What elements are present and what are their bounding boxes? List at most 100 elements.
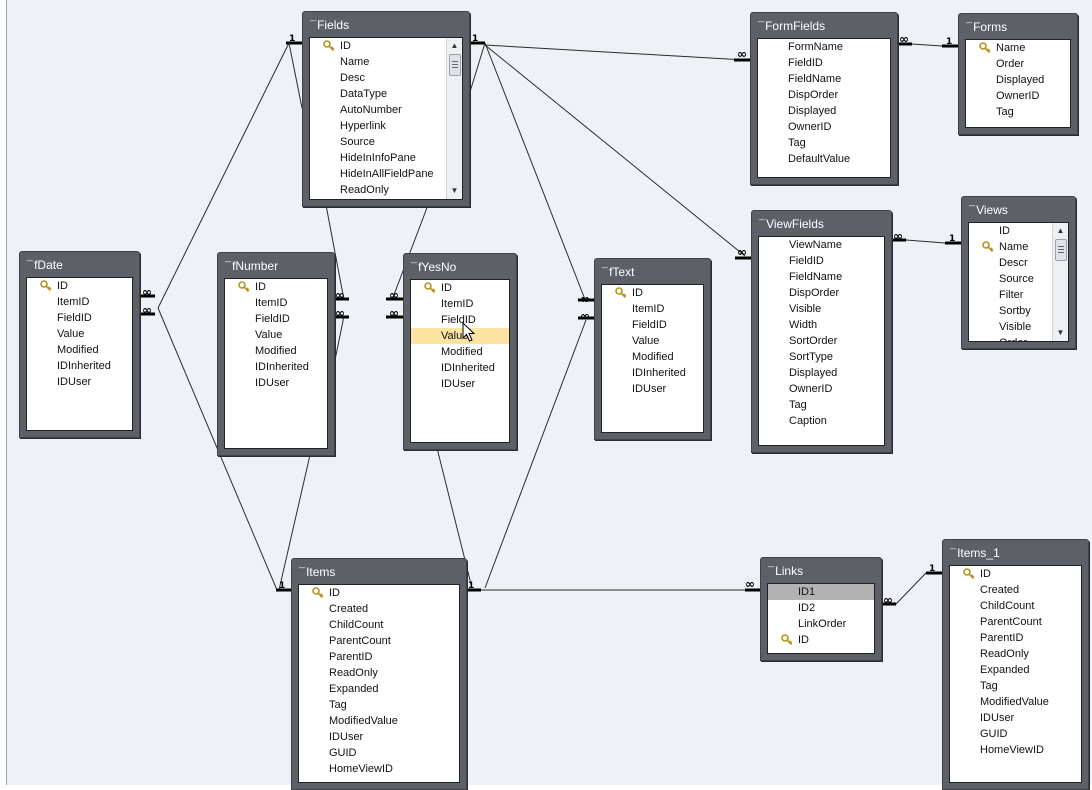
field-row[interactable]: Displayed (759, 365, 884, 381)
field-row[interactable]: Order (969, 335, 1053, 341)
field-row[interactable]: Name (969, 239, 1053, 255)
field-row[interactable]: DefaultValue (758, 151, 890, 167)
field-row[interactable]: Tag (950, 678, 1081, 694)
field-row[interactable]: ID (969, 223, 1053, 239)
field-row[interactable]: OwnerID (759, 381, 884, 397)
field-row[interactable]: DispOrder (759, 285, 884, 301)
field-row[interactable]: ID (602, 285, 703, 301)
field-row[interactable]: ID (299, 585, 459, 601)
field-row[interactable]: ID (411, 280, 509, 296)
field-row[interactable]: HideInAllFieldPane (310, 166, 447, 182)
table-title[interactable]: ¯Forms (966, 20, 1008, 34)
field-row[interactable]: ID (27, 278, 132, 294)
field-row[interactable]: FieldID (602, 317, 703, 333)
table-title[interactable]: ¯Views (969, 203, 1008, 217)
field-row[interactable]: IDUser (950, 710, 1081, 726)
field-row[interactable]: Modified (27, 342, 132, 358)
vertical-scrollbar[interactable]: ▲▼ (1052, 223, 1068, 341)
field-row[interactable]: Order (966, 56, 1070, 72)
table-title[interactable]: ¯Items (299, 565, 336, 579)
field-row[interactable]: DispOrder (758, 87, 890, 103)
field-row[interactable]: IDUser (299, 729, 459, 745)
table-title[interactable]: ¯Links (768, 564, 804, 578)
field-row[interactable]: ParentID (950, 630, 1081, 646)
field-row[interactable]: Sortby (969, 303, 1053, 319)
field-row[interactable]: ItemID (225, 295, 327, 311)
field-row[interactable]: IDInherited (602, 365, 703, 381)
field-row[interactable]: ModifiedValue (299, 713, 459, 729)
field-row[interactable]: FieldID (411, 312, 509, 328)
field-row[interactable]: Expanded (299, 681, 459, 697)
field-row[interactable]: ID (310, 38, 447, 54)
field-row[interactable]: IDInherited (225, 359, 327, 375)
table-title[interactable]: ¯fNumber (225, 259, 279, 273)
field-row[interactable]: Displayed (758, 103, 890, 119)
field-row[interactable]: Value (602, 333, 703, 349)
field-row[interactable]: FieldID (759, 253, 884, 269)
field-row[interactable]: Value (411, 328, 509, 344)
scroll-thumb[interactable] (449, 54, 461, 76)
field-row[interactable]: ReadOnly (310, 182, 447, 198)
scroll-down-arrow-icon[interactable]: ▼ (1056, 328, 1065, 337)
field-row[interactable]: ID (768, 632, 874, 648)
scroll-up-arrow-icon[interactable]: ▲ (450, 41, 459, 50)
field-row[interactable]: Value (27, 326, 132, 342)
field-row[interactable]: Source (969, 271, 1053, 287)
field-row[interactable]: Tag (759, 397, 884, 413)
scroll-thumb[interactable] (1055, 239, 1067, 261)
field-row[interactable]: Name (310, 54, 447, 70)
field-row[interactable]: Modified (225, 343, 327, 359)
field-row[interactable]: SortOrder (759, 333, 884, 349)
field-row[interactable]: ItemID (27, 294, 132, 310)
field-row[interactable]: IDInherited (411, 360, 509, 376)
field-row[interactable]: Tag (299, 697, 459, 713)
field-row[interactable]: ChildCount (299, 617, 459, 633)
field-row[interactable]: HomeViewID (950, 742, 1081, 758)
field-row[interactable]: Tag (966, 104, 1070, 120)
field-row[interactable]: Hyperlink (310, 118, 447, 134)
table-title[interactable]: ¯Fields (310, 18, 350, 32)
field-row[interactable]: Created (950, 582, 1081, 598)
field-row[interactable]: Visible (969, 319, 1053, 335)
field-row[interactable]: Filter (969, 287, 1053, 303)
field-row[interactable]: Tag (758, 135, 890, 151)
table-title[interactable]: ¯fYesNo (411, 260, 457, 274)
field-row[interactable]: Name (966, 40, 1070, 56)
field-row[interactable]: ModifiedValue (950, 694, 1081, 710)
field-row[interactable]: FieldID (225, 311, 327, 327)
field-row[interactable]: IDInherited (27, 358, 132, 374)
field-row[interactable]: ChildCount (950, 598, 1081, 614)
scroll-down-arrow-icon[interactable]: ▼ (450, 186, 459, 195)
field-row[interactable]: Modified (411, 344, 509, 360)
scroll-up-arrow-icon[interactable]: ▲ (1056, 226, 1065, 235)
field-row[interactable]: OwnerID (758, 119, 890, 135)
field-row[interactable]: Value (225, 327, 327, 343)
field-row[interactable]: ID (950, 566, 1081, 582)
vertical-scrollbar[interactable]: ▲▼ (446, 38, 462, 199)
field-row[interactable]: ItemID (411, 296, 509, 312)
field-row[interactable]: ParentCount (950, 614, 1081, 630)
field-row[interactable]: GUID (950, 726, 1081, 742)
field-row[interactable]: HomeViewID (299, 761, 459, 777)
field-row[interactable]: Source (310, 134, 447, 150)
field-row[interactable]: DataType (310, 86, 447, 102)
field-list[interactable]: IDNameDescrSourceFilterSortbyVisibleOrde… (968, 222, 1069, 342)
field-row[interactable]: Modified (602, 349, 703, 365)
field-row[interactable]: FormName (758, 39, 890, 55)
field-row[interactable]: GUID (299, 745, 459, 761)
field-row[interactable]: ViewName (759, 237, 884, 253)
